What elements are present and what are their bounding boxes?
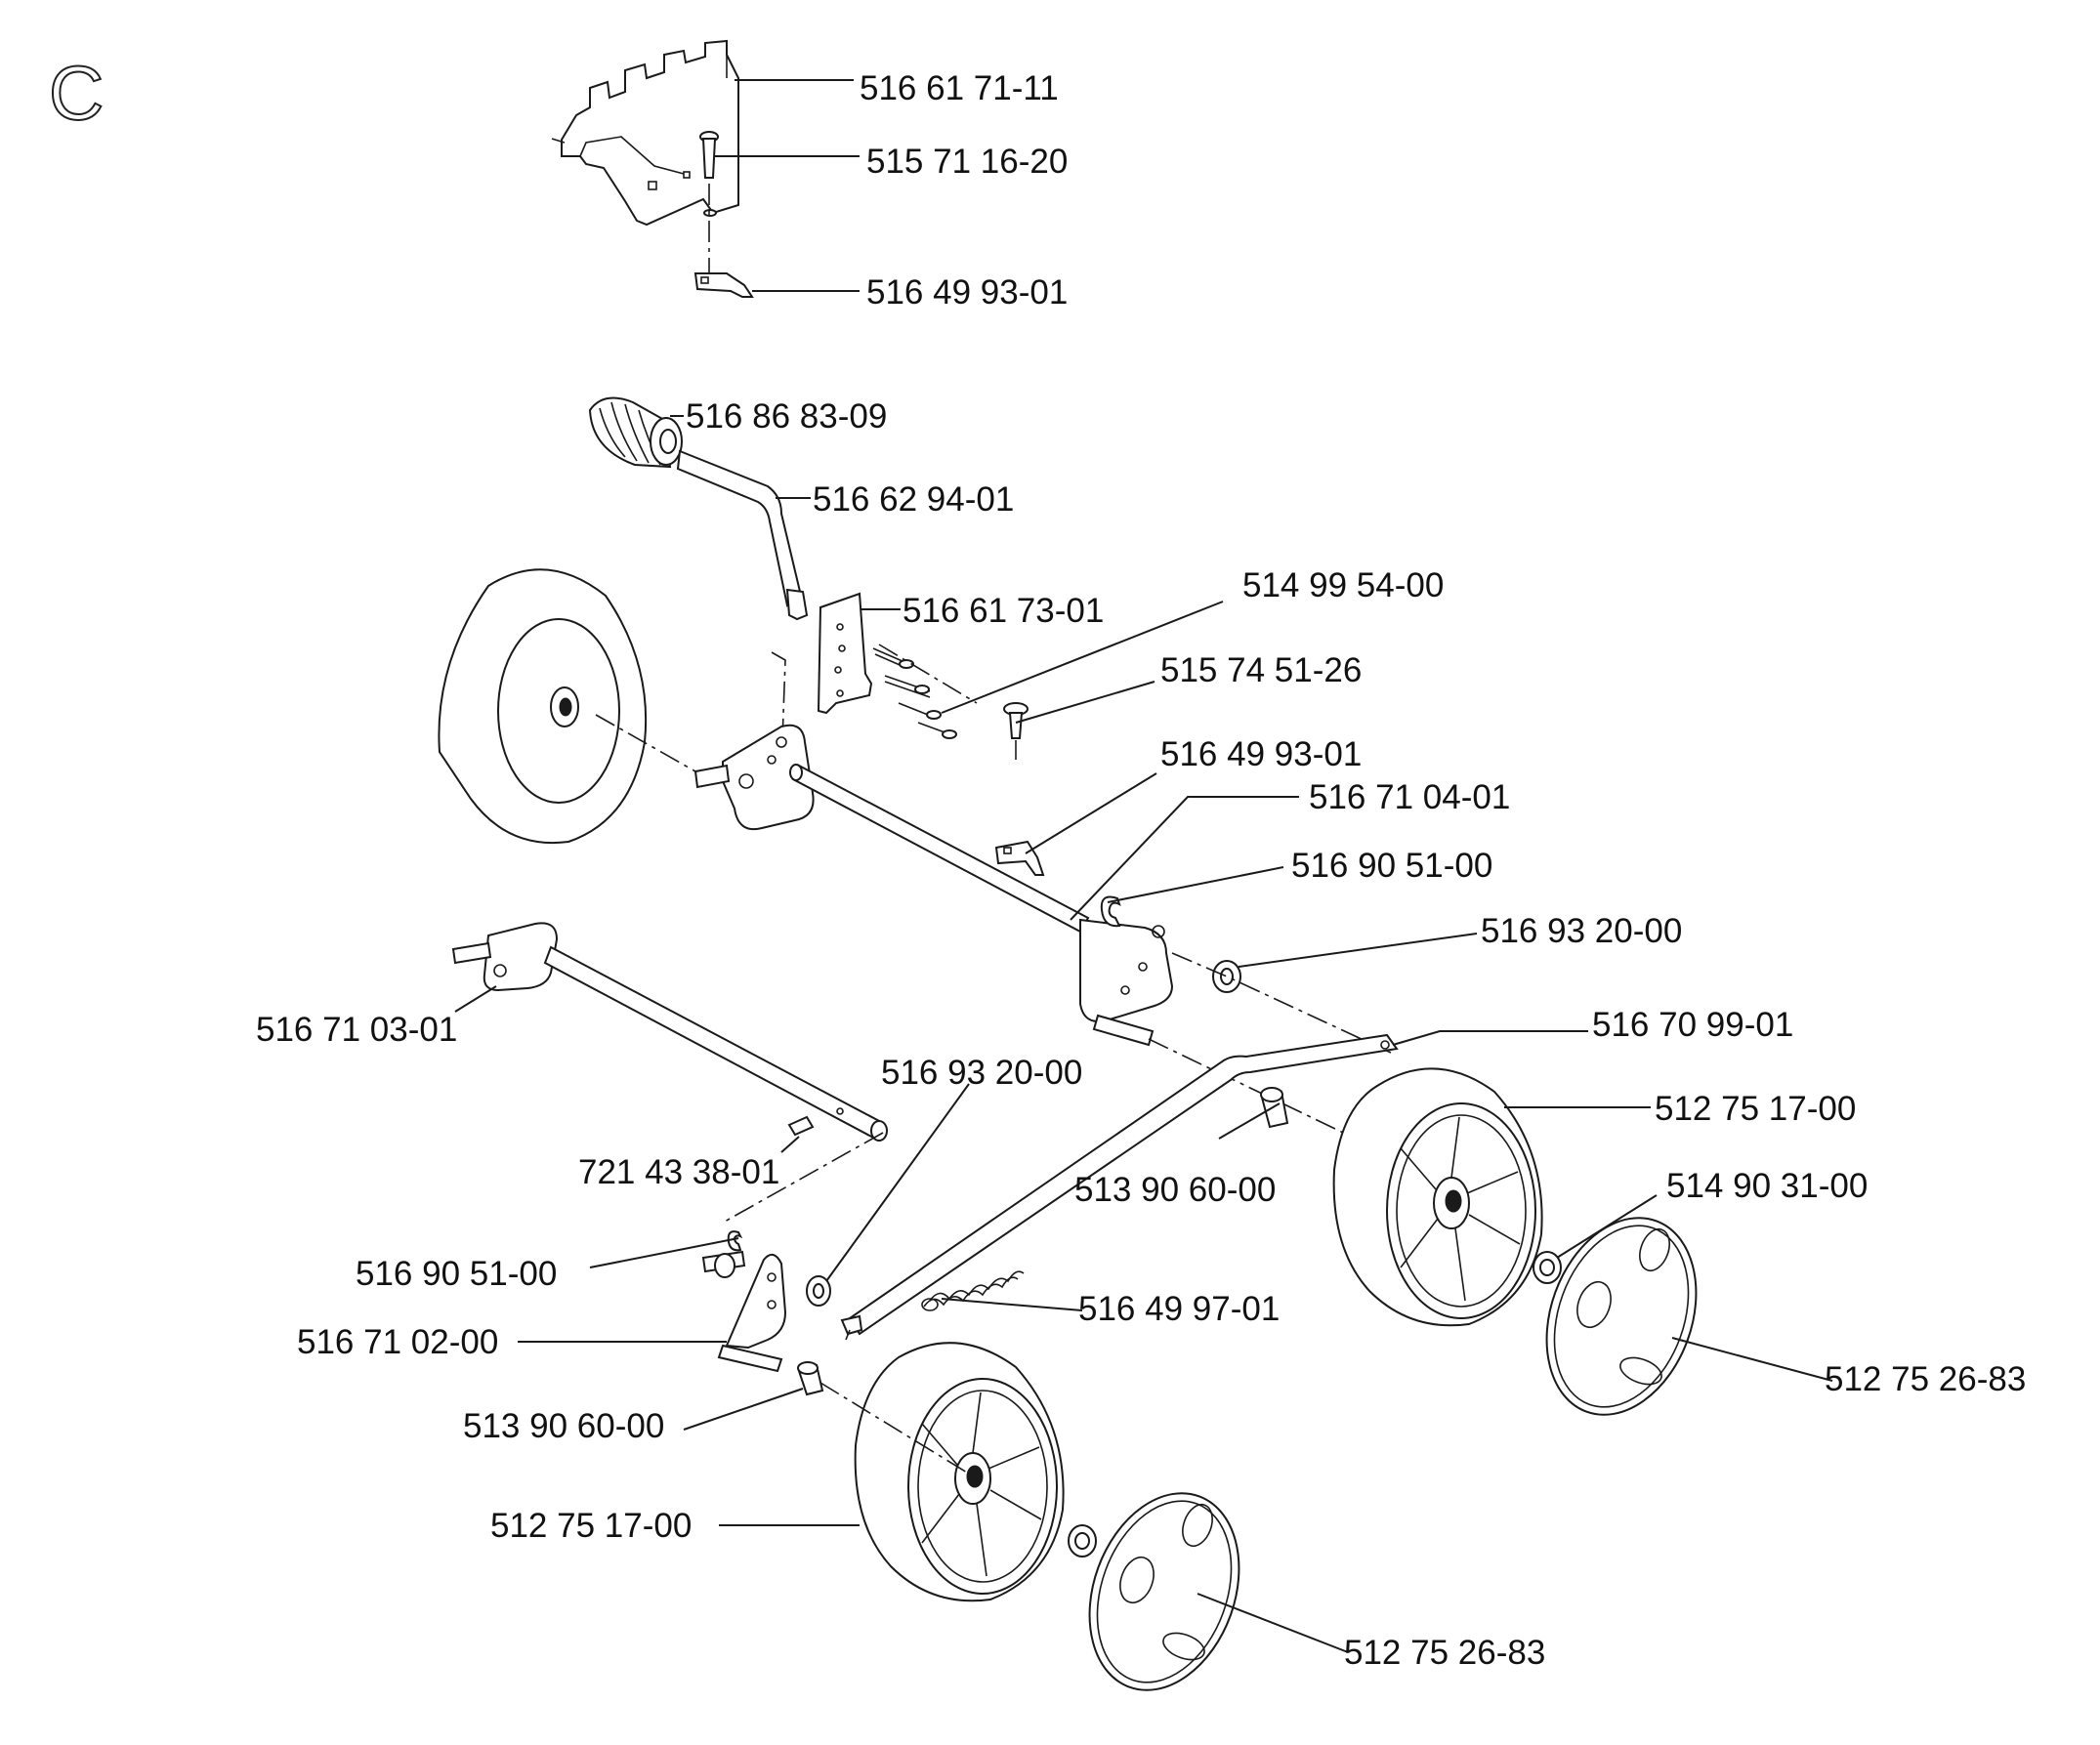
part-number-label: 515 74 51-26 bbox=[1160, 651, 1362, 689]
part-number-label: 516 93 20-00 bbox=[881, 1054, 1082, 1092]
rear-hub-nut bbox=[1533, 1251, 1562, 1284]
part-number-label: 513 90 60-00 bbox=[463, 1407, 664, 1445]
part-number-label: 513 90 60-00 bbox=[1074, 1171, 1276, 1209]
washer-front bbox=[806, 1275, 831, 1307]
part-number-label: 514 90 31-00 bbox=[1666, 1167, 1868, 1205]
height-spring bbox=[921, 1270, 1025, 1311]
part-number-label: 512 75 26-83 bbox=[1344, 1634, 1545, 1672]
part-number-label: 721 43 38-01 bbox=[578, 1153, 779, 1191]
part-number-label: 512 75 17-00 bbox=[1655, 1090, 1856, 1128]
rear-left-wheel bbox=[438, 568, 648, 844]
front-axle-tube bbox=[451, 922, 888, 1142]
part-number-label: 512 75 26-83 bbox=[1825, 1360, 2026, 1398]
part-number-label: 516 93 20-00 bbox=[1481, 912, 1682, 950]
lever-arm bbox=[676, 449, 809, 621]
bushing-front bbox=[797, 1361, 824, 1396]
part-labels: 516 61 71-11 515 71 16-20 516 49 93-01 5… bbox=[256, 69, 2026, 1672]
rear-axle-tube bbox=[789, 764, 1090, 934]
part-number-label: 515 71 16-20 bbox=[866, 143, 1068, 181]
circlip-front bbox=[727, 1230, 743, 1252]
part-number-label: 516 49 93-01 bbox=[866, 273, 1068, 312]
rear-left-bracket bbox=[693, 724, 815, 830]
front-wheel bbox=[854, 1342, 1065, 1602]
front-hubcap bbox=[1088, 1492, 1240, 1691]
bracket-screw bbox=[699, 131, 719, 217]
part-number-label: 516 61 71-11 bbox=[860, 69, 1059, 107]
part-number-label: 516 71 04-01 bbox=[1309, 778, 1510, 816]
part-number-label: 516 71 03-01 bbox=[256, 1011, 457, 1049]
rear-right-bracket bbox=[1079, 918, 1174, 1047]
part-number-label: 516 71 02-00 bbox=[297, 1323, 498, 1361]
part-number-label: 516 62 94-01 bbox=[813, 480, 1014, 519]
part-number-label: 516 90 51-00 bbox=[1291, 847, 1492, 885]
roll-pin bbox=[787, 1115, 815, 1137]
circlip-rear bbox=[1100, 895, 1121, 928]
bushing-rear bbox=[1260, 1087, 1289, 1129]
clip-top bbox=[693, 272, 754, 298]
part-number-label: 516 90 51-00 bbox=[356, 1255, 557, 1293]
front-bracket bbox=[701, 1250, 787, 1373]
plate-screw bbox=[1003, 702, 1029, 739]
height-adjust-rod bbox=[840, 1033, 1399, 1336]
part-number-label: 516 70 99-01 bbox=[1592, 1006, 1793, 1044]
part-number-label: 514 99 54-00 bbox=[1242, 566, 1444, 604]
part-number-label: 516 61 73-01 bbox=[903, 592, 1104, 630]
washer-rear bbox=[1212, 960, 1241, 993]
height-adjust-bracket bbox=[551, 39, 739, 227]
front-hub-nut bbox=[1068, 1524, 1097, 1558]
part-number-label: 512 75 17-00 bbox=[490, 1507, 692, 1545]
lever-grip bbox=[588, 396, 683, 469]
rear-right-wheel bbox=[1332, 1067, 1543, 1327]
rivets bbox=[872, 647, 957, 739]
part-number-label: 516 49 93-01 bbox=[1160, 735, 1362, 773]
part-number-label: 516 49 97-01 bbox=[1078, 1290, 1280, 1328]
leader-lines bbox=[454, 79, 1833, 1653]
rear-hubcap bbox=[1545, 1217, 1698, 1416]
section-letter: C bbox=[49, 50, 104, 136]
lever-plate bbox=[817, 592, 873, 715]
part-number-label: 516 86 83-09 bbox=[686, 397, 887, 436]
